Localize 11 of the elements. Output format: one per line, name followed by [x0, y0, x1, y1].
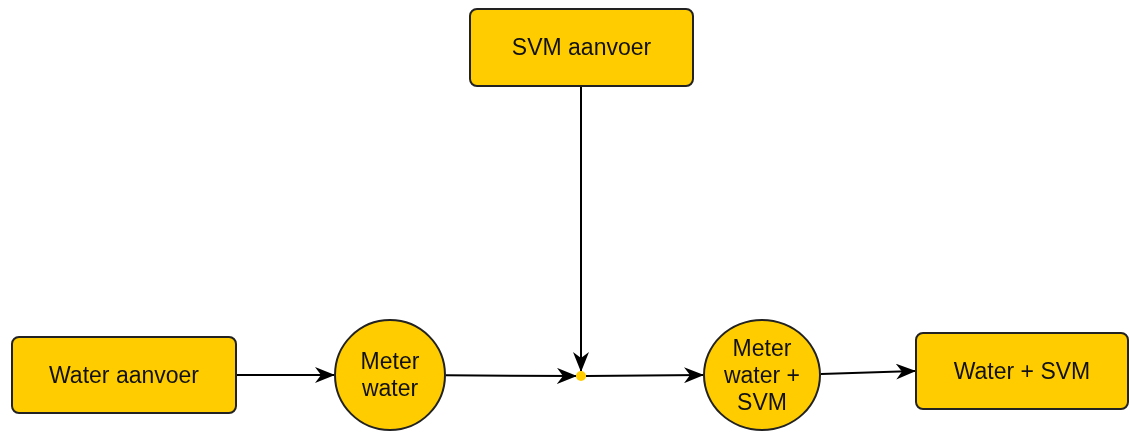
process-box: Water aanvoer	[11, 336, 237, 414]
arrow	[445, 367, 577, 384]
meter-circle: Meter water	[334, 319, 446, 431]
arrow	[585, 367, 704, 384]
junction-dot	[576, 371, 586, 381]
arrow	[573, 86, 589, 372]
process-box: Water + SVM	[915, 332, 1129, 410]
meter-circle: Meter water + SVM	[703, 319, 821, 431]
process-box: SVM aanvoer	[469, 8, 694, 87]
arrow	[236, 367, 335, 383]
arrow	[820, 363, 916, 380]
